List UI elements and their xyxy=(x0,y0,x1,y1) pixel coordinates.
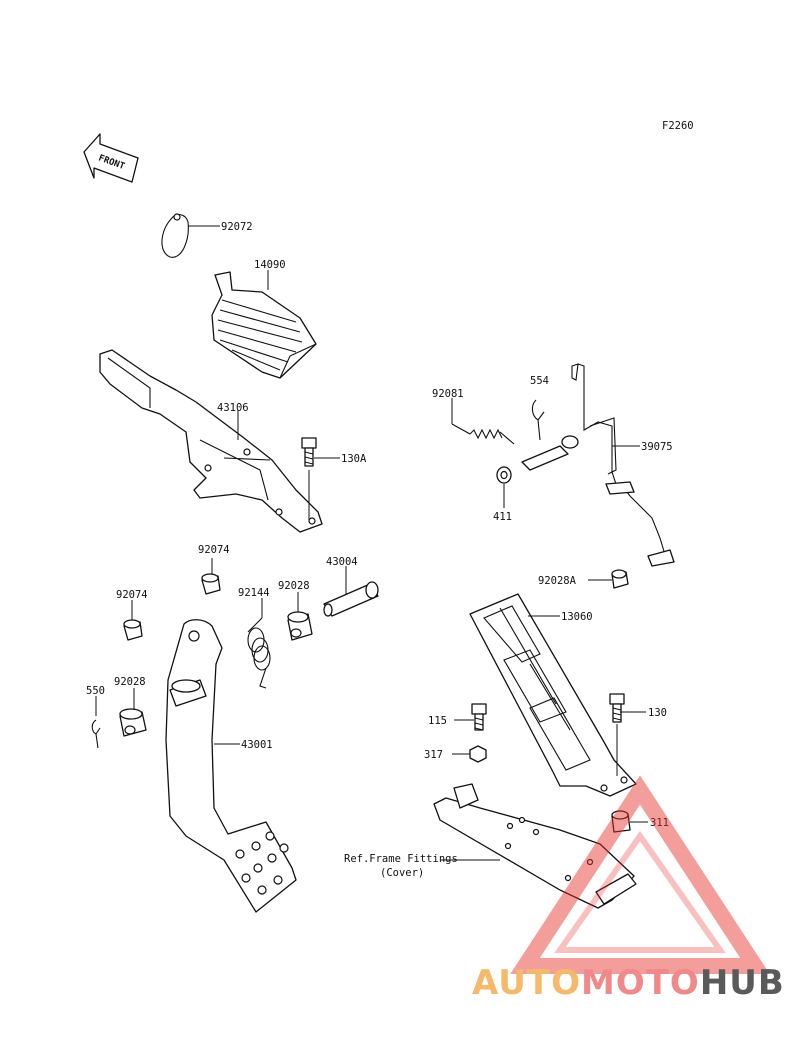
bushing-92074-lower xyxy=(123,619,143,641)
callout-14090: 14090 xyxy=(254,259,286,271)
pedal-43001 xyxy=(165,619,297,913)
callout-115: 115 xyxy=(428,715,447,727)
bolt-130A xyxy=(301,437,317,467)
bushing-92028-lower xyxy=(119,708,147,737)
bolt-130 xyxy=(609,693,625,723)
callout-554: 554 xyxy=(530,375,549,387)
front-arrow-icon: FRONT xyxy=(83,133,139,183)
callout-130A: 130A xyxy=(341,453,367,465)
callout-317: 317 xyxy=(424,749,443,761)
clamp-92072 xyxy=(161,213,189,258)
rod-39075 xyxy=(521,363,675,567)
callout-92074-lower: 92074 xyxy=(116,589,148,601)
callout-92028-lower: 92028 xyxy=(114,676,146,688)
callout-ref-cover: (Cover) xyxy=(380,867,424,879)
bushing-92028-upper xyxy=(287,611,313,641)
frame-cover xyxy=(433,783,637,909)
callout-550: 550 xyxy=(86,685,105,697)
pin-550 xyxy=(91,719,101,749)
callout-92028A: 92028A xyxy=(538,575,577,587)
collar-311 xyxy=(611,810,631,833)
bolt-115 xyxy=(471,703,487,731)
washer-411 xyxy=(496,466,512,484)
bushing-92028A xyxy=(611,569,629,589)
boot-14090 xyxy=(211,271,317,379)
spring-92144 xyxy=(247,617,271,689)
callout-39075: 39075 xyxy=(641,441,673,453)
callout-92074-upper: 92074 xyxy=(198,544,230,556)
callout-92144: 92144 xyxy=(238,587,270,599)
callout-311: 311 xyxy=(650,817,669,829)
callout-ref-frame-fittings: Ref.Frame Fittings xyxy=(344,853,458,865)
watermark-text: AUTOMOTOHUB xyxy=(472,963,785,1003)
watermark-logo xyxy=(510,775,770,974)
callout-43001: 43001 xyxy=(241,739,273,751)
callout-13060: 13060 xyxy=(561,611,593,623)
callout-43106: 43106 xyxy=(217,402,249,414)
shaft-43004 xyxy=(323,581,379,617)
pedal-13060 xyxy=(469,593,637,797)
callout-130: 130 xyxy=(648,707,667,719)
nut-317 xyxy=(469,745,487,763)
callout-411: 411 xyxy=(493,511,512,523)
bushing-92074-upper xyxy=(201,573,221,595)
callout-43004: 43004 xyxy=(326,556,358,568)
callout-92072: 92072 xyxy=(221,221,253,233)
callout-92028-upper: 92028 xyxy=(278,580,310,592)
figure-code: F2260 xyxy=(662,120,694,132)
lever-43106 xyxy=(99,349,323,533)
callout-92081: 92081 xyxy=(432,388,464,400)
pin-554 xyxy=(531,399,545,441)
spring-92081 xyxy=(451,423,515,445)
